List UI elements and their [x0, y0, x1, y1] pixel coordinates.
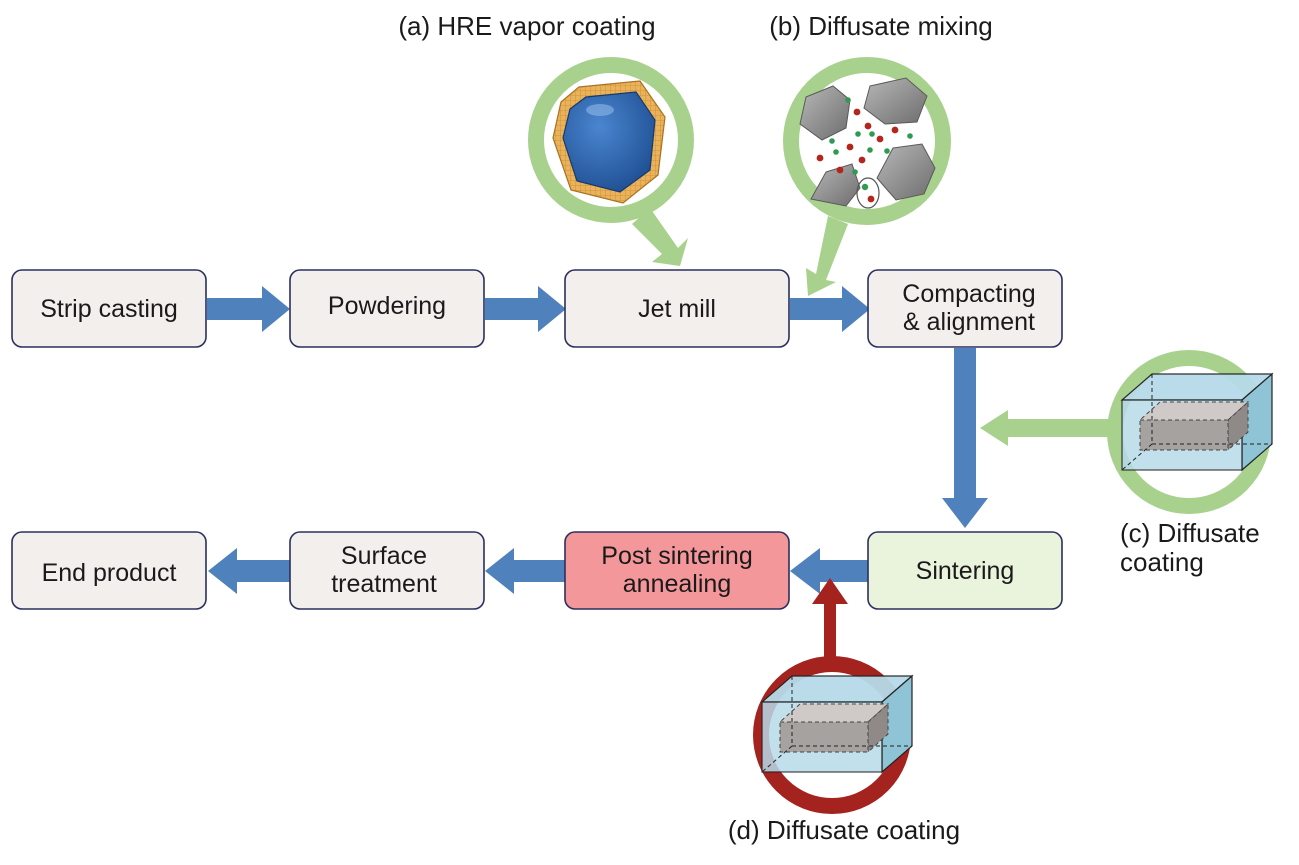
step-sintering: Sintering — [867, 531, 1063, 610]
callout-d-diffusate-coating: (d) Diffusate coating — [728, 578, 960, 845]
step-label-line-1: Post sintering — [601, 542, 752, 570]
step-label-line-2: & alignment — [903, 308, 1035, 336]
caption-c-line-1: (c) Diffusate — [1120, 518, 1260, 548]
step-label-line-1: Surface — [341, 542, 427, 570]
arrow-powdering-to-jetmill — [485, 286, 566, 332]
coated-magnet-block-icon — [1120, 372, 1274, 472]
arrow-jetmill-to-compacting — [790, 286, 870, 332]
arrow-annealing-to-surface — [485, 548, 565, 594]
step-surface-treatment: Surface treatment — [289, 531, 485, 610]
step-label: Sintering — [916, 557, 1015, 585]
step-label: End product — [42, 559, 177, 587]
step-post-sintering-annealing: Post sintering annealing — [564, 531, 790, 610]
coated-magnet-block-icon — [760, 674, 914, 774]
callout-a-ring — [528, 57, 694, 223]
step-label-line-2: treatment — [331, 570, 437, 598]
step-strip-casting: Strip casting — [11, 269, 207, 348]
step-label-line-1: Compacting — [902, 280, 1035, 308]
arrow-strip-to-powdering — [207, 286, 290, 332]
step-label: Powdering — [328, 292, 446, 320]
step-label: Jet mill — [638, 295, 716, 323]
caption-d: (d) Diffusate coating — [728, 815, 960, 845]
callout-a-hre-vapor-coating: (a) HRE vapor coating — [398, 11, 694, 266]
step-powdering: Powdering — [289, 269, 485, 348]
particle-mix-icon — [799, 77, 936, 209]
callout-b-diffusate-mixing: (b) Diffusate mixing — [769, 11, 993, 296]
step-label-line-2: annealing — [623, 570, 731, 598]
caption-a: (a) HRE vapor coating — [398, 11, 655, 41]
arrow-surface-to-end — [208, 548, 290, 594]
callout-b-ring — [783, 57, 951, 225]
arrow-compacting-to-sintering — [942, 348, 988, 528]
step-label: Strip casting — [40, 295, 178, 323]
caption-c-line-2: coating — [1120, 547, 1204, 577]
caption-b: (b) Diffusate mixing — [769, 11, 993, 41]
step-end-product: End product — [11, 531, 207, 610]
arrow-sintering-to-annealing — [790, 548, 868, 594]
coated-grain-icon — [552, 80, 666, 204]
step-compacting-alignment: Compacting & alignment — [867, 269, 1063, 348]
callout-c-pointer — [980, 410, 1118, 446]
step-jet-mill: Jet mill — [564, 269, 790, 348]
callout-b-pointer — [806, 216, 848, 296]
callout-d-pointer — [812, 578, 848, 672]
callout-a-pointer — [632, 208, 688, 266]
callout-c-diffusate-coating: (c) Diffusate coating — [980, 350, 1274, 577]
flow-arrows — [207, 286, 988, 594]
